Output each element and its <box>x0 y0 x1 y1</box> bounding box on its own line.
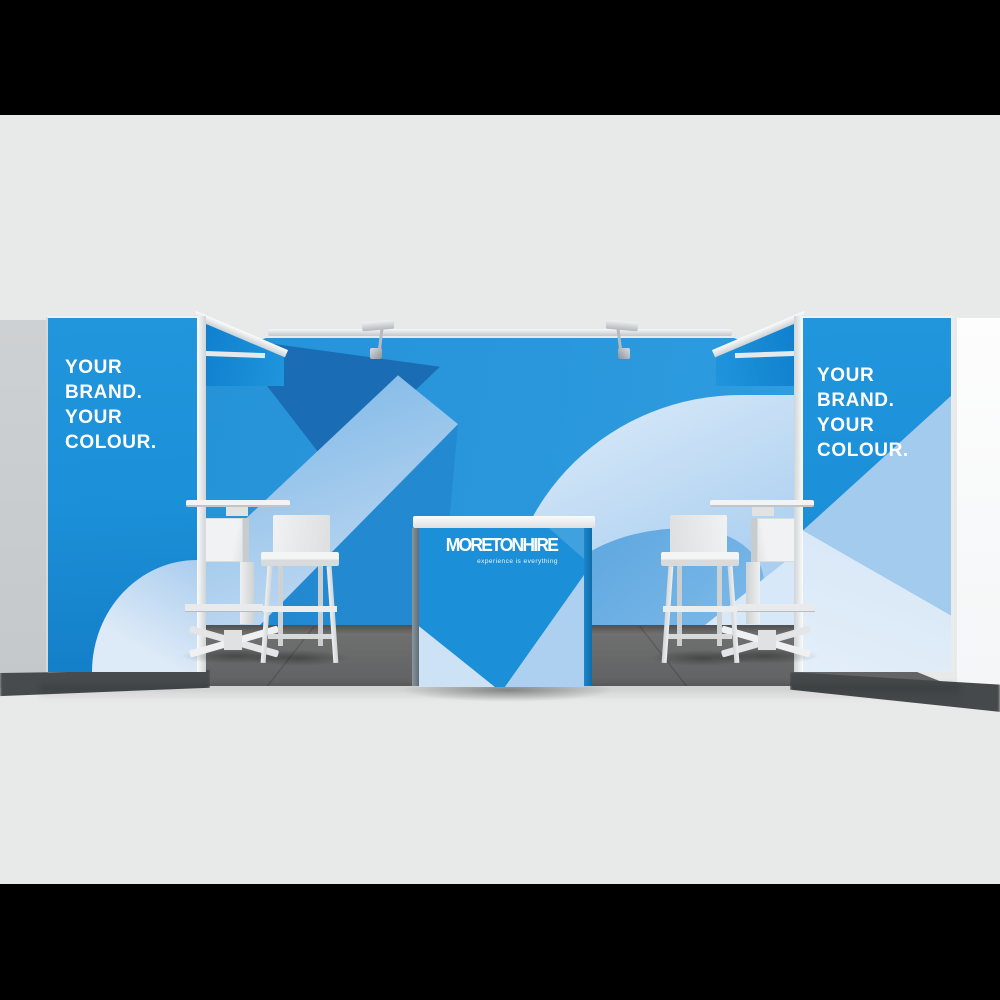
headline-line: BRAND. <box>817 390 895 411</box>
studio-backdrop-left <box>0 320 47 688</box>
headline-line: COLOUR. <box>65 432 157 453</box>
table-base-foot <box>758 630 776 650</box>
table-column-box <box>757 518 795 562</box>
graphic-panel-right: YOUR BRAND. YOUR COLOUR. <box>803 316 954 672</box>
table-footrest <box>737 604 815 611</box>
table-base-foot <box>224 630 242 650</box>
moretonhire-logo: MORETONHIRE <box>419 535 584 555</box>
furniture-set-left <box>180 498 350 678</box>
spotlight-right <box>600 319 639 361</box>
counter-body: MORETONHIRE experience is everything <box>419 527 584 687</box>
headline-line: YOUR <box>65 407 123 428</box>
table-column-side <box>243 518 249 562</box>
headline-line: YOUR <box>65 357 123 378</box>
stool-leg <box>326 565 339 664</box>
brand-wordmark: MORETONHIRE <box>445 535 559 555</box>
stool-seat <box>661 552 739 566</box>
light-rail <box>268 329 732 336</box>
table-footrest <box>185 604 263 611</box>
table-top-cap <box>752 507 774 516</box>
spotlight-arm-icon <box>361 319 395 332</box>
headline-line: COLOUR. <box>817 440 909 461</box>
spotlight-left <box>361 319 400 361</box>
table-column-box <box>205 518 243 562</box>
bar-table-top <box>710 500 814 507</box>
panel-frame-edge-left <box>197 316 206 672</box>
stool-stretcher <box>668 634 732 639</box>
stool-footrest <box>663 606 737 612</box>
bar-table-top <box>186 500 290 507</box>
headline-line: YOUR <box>817 365 875 386</box>
counter-top <box>413 516 595 528</box>
headline-line: BRAND. <box>65 382 143 403</box>
booth-front-shadow <box>40 684 960 700</box>
spotlight-head-icon <box>370 348 382 359</box>
letterbox-bottom <box>0 884 1000 1000</box>
studio-backdrop-right <box>957 318 1000 688</box>
table-column <box>746 562 760 624</box>
headline-line: YOUR <box>817 415 875 436</box>
table-column <box>240 562 254 624</box>
table-top-cap <box>226 507 248 516</box>
graphic-panel-left: YOUR BRAND. YOUR COLOUR. <box>46 316 197 672</box>
panel-frame-edge-right <box>794 316 803 672</box>
letterbox-top <box>0 0 1000 115</box>
spotlight-head-icon <box>618 348 630 359</box>
stool-footrest <box>263 606 337 612</box>
brand-tagline: experience is everything <box>477 558 558 565</box>
counter-side-right <box>584 528 592 686</box>
counter-side-left <box>412 528 419 686</box>
stool-seat <box>261 552 339 566</box>
furniture-set-right <box>650 498 820 678</box>
stool-stretcher <box>268 634 332 639</box>
spotlight-arm-icon <box>605 319 639 332</box>
stool-leg <box>661 565 674 664</box>
